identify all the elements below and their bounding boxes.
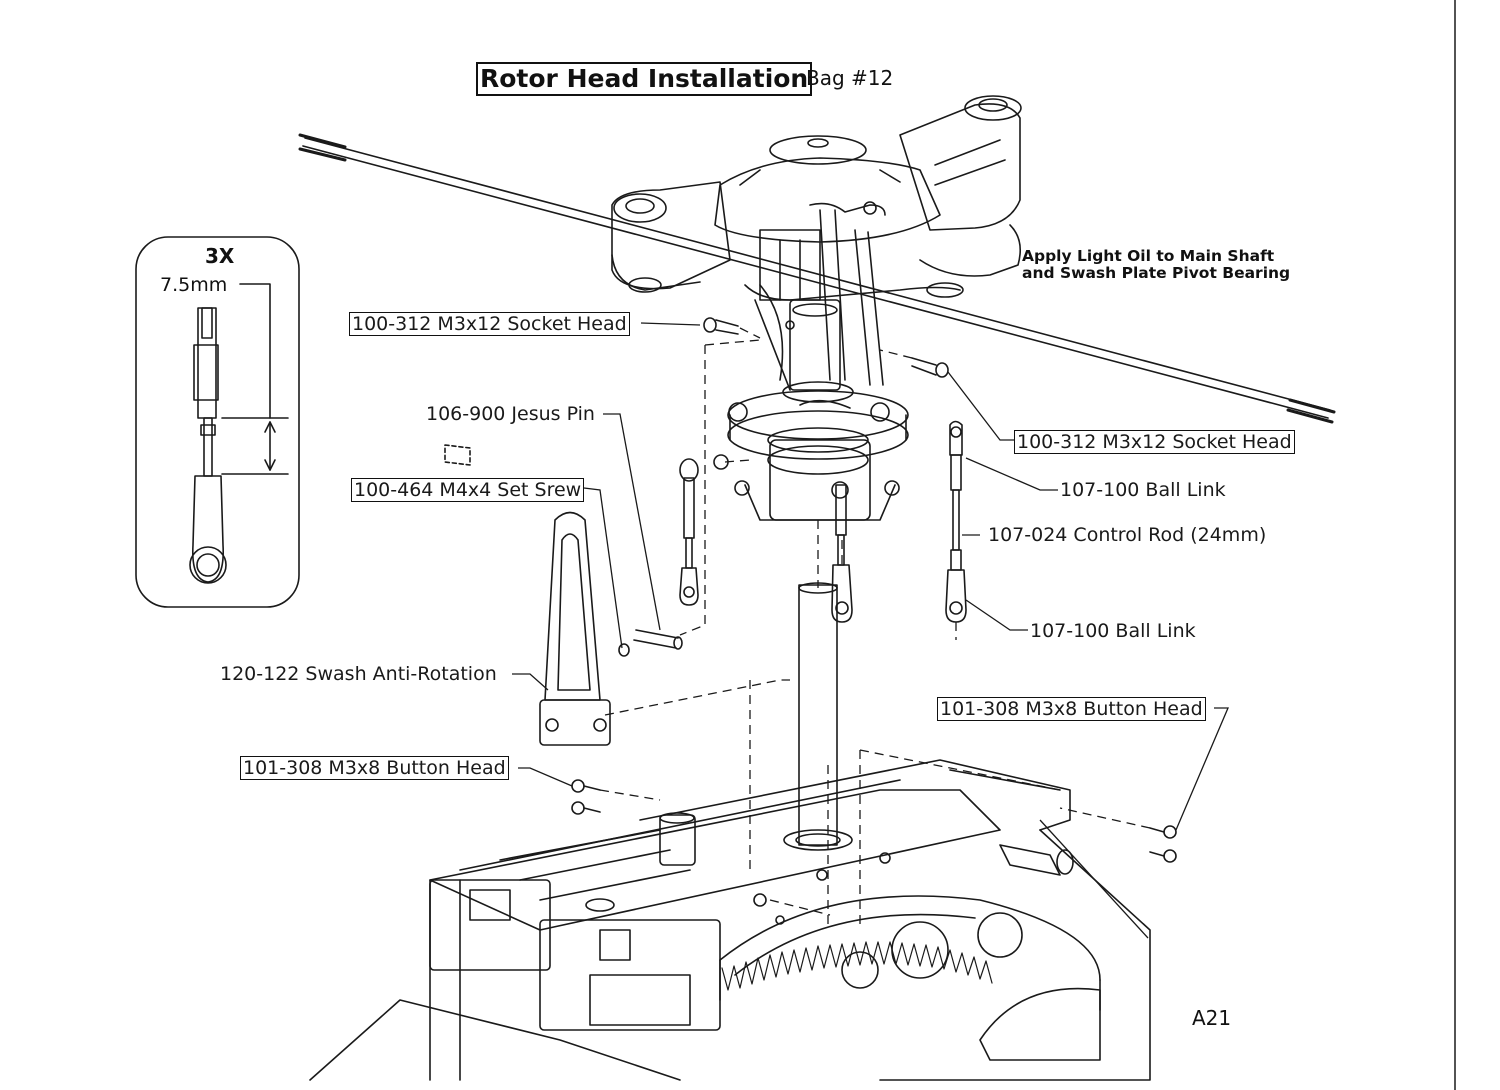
assembly-guides <box>599 327 1151 930</box>
bag-number: Bag #12 <box>806 66 894 90</box>
right-ball-link-lower <box>945 549 967 623</box>
callout-jesus-pin: 106-900 Jesus Pin <box>426 403 595 425</box>
set-screw-part <box>444 444 630 657</box>
callout-set-screw: 100-464 M4x4 Set Srew <box>351 478 585 502</box>
page-number: A21 <box>1192 1006 1232 1030</box>
button-screws-right <box>1149 825 1177 863</box>
rotor-head <box>611 95 1022 391</box>
swash-plate <box>727 381 909 521</box>
oil-note: Apply Light Oil to Main Shaft and Swash … <box>1022 248 1290 282</box>
jesus-pin-part <box>633 454 729 650</box>
right-control-rod <box>952 489 960 551</box>
inset-dimension: 7.5mm <box>160 274 228 296</box>
helicopter-frame <box>309 759 1151 1081</box>
socket-screw-right <box>911 357 949 378</box>
callout-button-head-right: 101-308 M3x8 Button Head <box>937 697 1206 721</box>
oil-note-line-2: and Swash Plate Pivot Bearing <box>1022 264 1291 282</box>
right-ball-link-upper <box>949 420 963 491</box>
inset-detail <box>135 236 300 608</box>
oil-note-line-1: Apply Light Oil to Main Shaft <box>1022 247 1275 265</box>
anti-rotation-guide <box>539 511 611 746</box>
page-title: Rotor Head Installation <box>476 62 813 96</box>
callout-button-head-left: 101-308 M3x8 Button Head <box>240 756 509 780</box>
main-shaft <box>783 582 853 851</box>
leader-lines <box>512 322 1229 939</box>
callout-socket-head-right: 100-312 M3x12 Socket Head <box>1014 430 1295 454</box>
callout-control-rod: 107-024 Control Rod (24mm) <box>988 524 1267 546</box>
callout-ball-link-lower: 107-100 Ball Link <box>1030 620 1196 642</box>
socket-screw-left <box>703 317 739 335</box>
center-ball-link <box>831 484 853 623</box>
flybar-rod <box>298 133 1336 424</box>
callout-anti-rotation: 120-122 Swash Anti-Rotation <box>220 663 497 685</box>
inset-quantity: 3X <box>205 244 235 268</box>
callout-socket-head-left: 100-312 M3x12 Socket Head <box>349 312 630 336</box>
button-screws-left <box>571 779 601 815</box>
gear-teeth <box>721 941 993 991</box>
left-ball-link <box>679 458 699 606</box>
callout-ball-link-upper: 107-100 Ball Link <box>1060 479 1226 501</box>
